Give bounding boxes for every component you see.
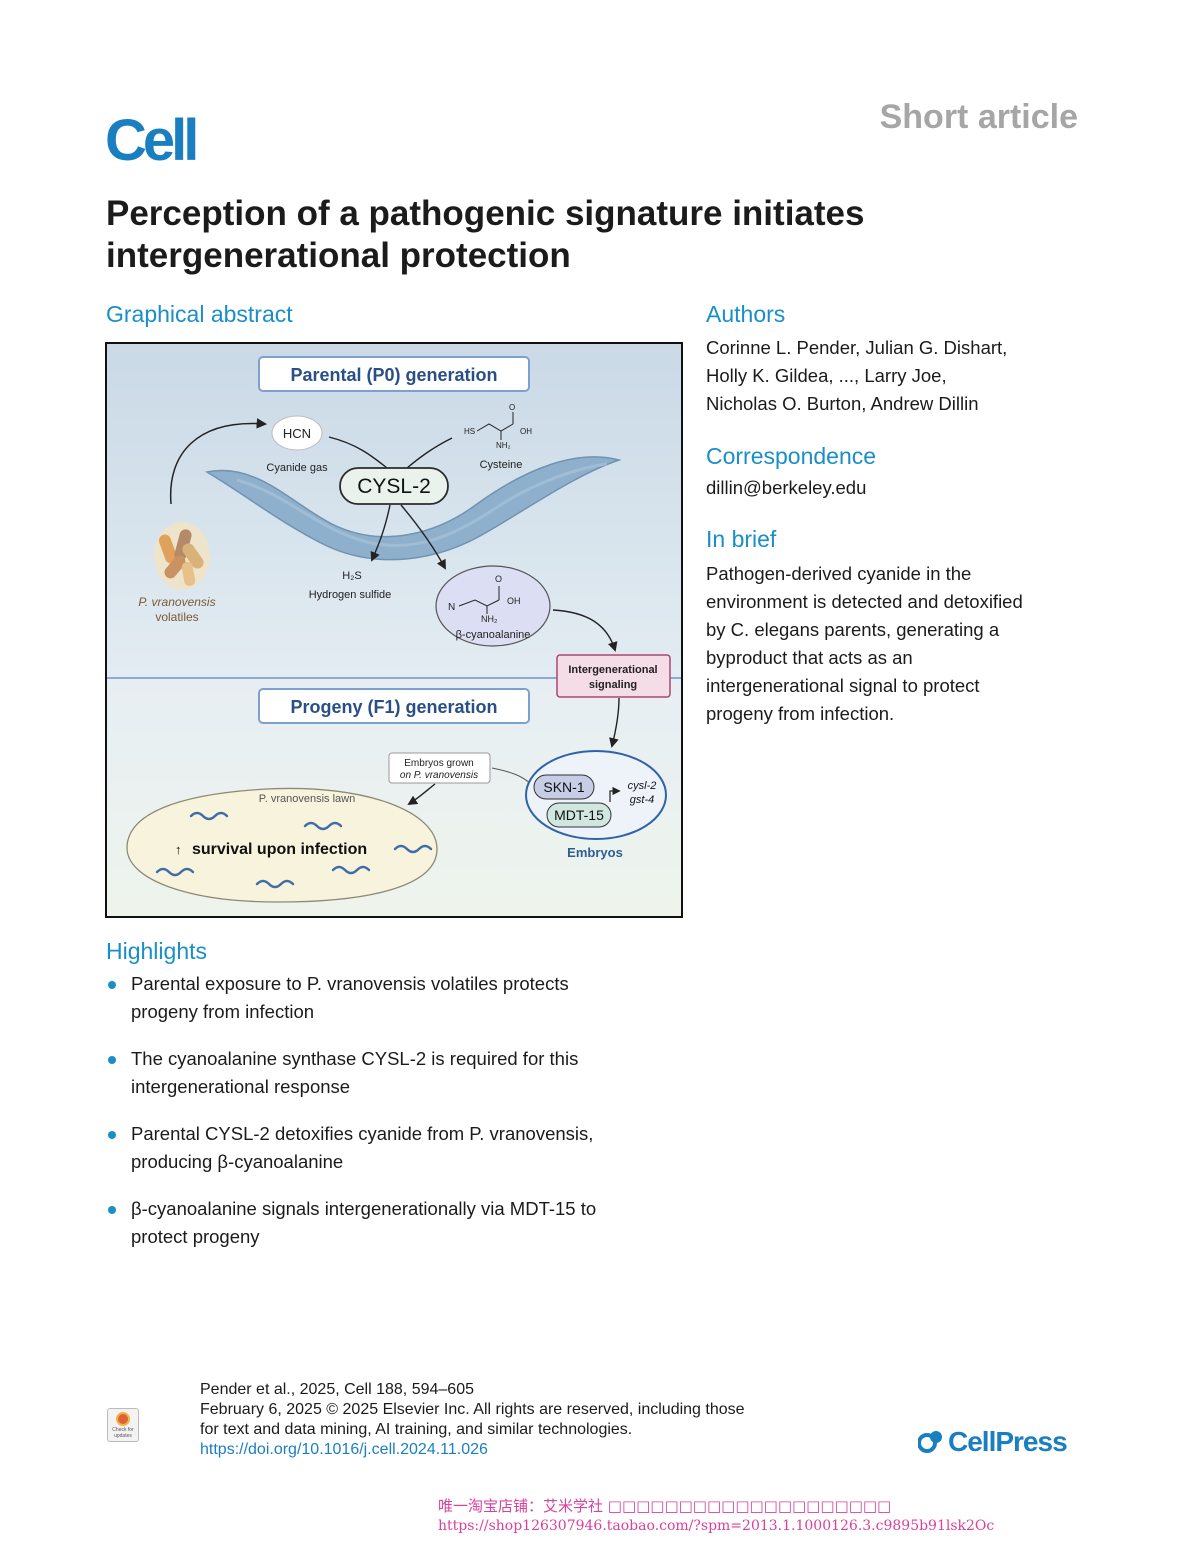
cysl2-enzyme: CYSL-2 — [339, 467, 449, 505]
highlight-line: The cyanoalanine synthase CYSL-2 is requ… — [131, 1048, 579, 1069]
highlight-item: Parental CYSL-2 detoxifies cyanide from … — [106, 1120, 706, 1176]
in-brief-line: by C. elegans parents, generating a — [706, 619, 1000, 640]
highlights-list: Parental exposure to P. vranovensis vola… — [106, 970, 706, 1270]
svg-text:Progeny (F1) generation: Progeny (F1) generation — [290, 697, 497, 717]
authors-list: Corinne L. Pender, Julian G. Dishart, Ho… — [706, 334, 1106, 418]
graphical-abstract-heading: Graphical abstract — [106, 301, 293, 327]
embryos-label: Embryos — [567, 845, 623, 860]
copyright-line: February 6, 2025 © 2025 Elsevier Inc. Al… — [200, 1401, 745, 1418]
cyanide-gas-label: Cyanide gas — [266, 462, 328, 474]
svg-text:N: N — [448, 602, 455, 613]
in-brief-line: environment is detected and detoxified — [706, 591, 1023, 612]
cellpress-mark-icon — [917, 1428, 944, 1454]
volatiles-species-label: P. vranovensis — [138, 595, 215, 609]
in-brief-line: intergenerational signal to protect — [706, 675, 980, 696]
svg-text:OH: OH — [520, 427, 532, 436]
in-brief-heading: In brief — [706, 526, 777, 552]
svg-text:NH₂: NH₂ — [496, 441, 511, 450]
svg-text:SKN-1: SKN-1 — [543, 779, 584, 795]
highlight-item: The cyanoalanine synthase CYSL-2 is requ… — [106, 1045, 706, 1101]
article-title: Perception of a pathogenic signature ini… — [106, 194, 865, 275]
authors-heading: Authors — [706, 301, 786, 327]
highlight-line: protect progeny — [131, 1226, 260, 1247]
highlights-heading: Highlights — [106, 938, 207, 964]
svg-text:on P. vranovensis: on P. vranovensis — [400, 770, 478, 781]
bacteria-cluster-icon — [154, 522, 210, 590]
cysteine-structure: HS O OH NH₂ — [464, 403, 532, 450]
svg-text:OH: OH — [507, 596, 521, 606]
check-updates-label: Check for updates — [112, 1427, 134, 1439]
cysteine-label: Cysteine — [480, 459, 523, 471]
highlight-line: β-cyanoalanine signals intergenerational… — [131, 1198, 597, 1219]
svg-text:survival upon infection: survival upon infection — [192, 841, 367, 858]
in-brief-line: byproduct that acts as an — [706, 647, 913, 668]
embryo-nucleus-diagram: SKN-1 MDT-15 cysl-2 gst-4 — [525, 750, 667, 840]
authors-line: Holly K. Gildea, ..., Larry Joe, — [706, 365, 947, 386]
watermark-url: https://shop126307946.taobao.com/?spm=20… — [438, 1518, 995, 1534]
hcn-molecule: HCN — [271, 415, 323, 451]
svg-text:β-cyanoalanine: β-cyanoalanine — [456, 629, 531, 641]
bacteria-squiggles — [155, 811, 433, 889]
parental-generation-label: Parental (P0) generation — [258, 356, 530, 392]
check-for-updates-icon[interactable]: Check for updates — [107, 1408, 139, 1442]
in-brief-line: progeny from infection. — [706, 703, 895, 724]
highlight-item: Parental exposure to P. vranovensis vola… — [106, 970, 706, 1026]
citation: Pender et al., 2025, Cell 188, 594–605 — [200, 1381, 474, 1398]
svg-text:Embryos grown: Embryos grown — [404, 758, 473, 769]
correspondence-email[interactable]: dillin@berkeley.edu — [706, 477, 867, 498]
hydrogen-sulfide-label: Hydrogen sulfide — [309, 589, 392, 601]
svg-text:cysl-2: cysl-2 — [628, 780, 657, 792]
intergenerational-signaling-box: Intergenerational signaling — [556, 654, 671, 698]
svg-text:signaling: signaling — [589, 679, 637, 691]
graphical-abstract-figure: Parental (P0) generation HCN Cyanide gas… — [105, 342, 683, 918]
in-brief-line: Pathogen-derived cyanide in the — [706, 563, 972, 584]
cellpress-label: CellPress — [948, 1426, 1068, 1457]
in-brief-text: Pathogen-derived cyanide in the environm… — [706, 560, 1106, 728]
authors-line: Nicholas O. Burton, Andrew Dillin — [706, 393, 979, 414]
journal-logo: Cell — [105, 108, 199, 173]
worm-shape — [204, 456, 622, 561]
citation-block: Pender et al., 2025, Cell 188, 594–605 F… — [200, 1380, 745, 1460]
highlight-line: Parental exposure to P. vranovensis vola… — [131, 973, 569, 994]
authors-line: Corinne L. Pender, Julian G. Dishart, — [706, 337, 1008, 358]
copyright-line: for text and data mining, AI training, a… — [200, 1421, 633, 1438]
cellpress-logo: CellPress — [917, 1426, 1068, 1458]
svg-text:NH₂: NH₂ — [481, 614, 498, 624]
bullet-icon — [108, 1131, 116, 1139]
highlight-line: progeny from infection — [131, 1001, 315, 1022]
highlight-line: intergenerational response — [131, 1076, 351, 1097]
svg-text:HS: HS — [464, 427, 475, 436]
correspondence-heading: Correspondence — [706, 443, 877, 469]
svg-text:Parental (P0) generation: Parental (P0) generation — [290, 365, 497, 385]
bullet-icon — [108, 1206, 116, 1214]
article-type-label: Short article — [879, 98, 1078, 136]
h2s-label: H₂S — [342, 570, 362, 582]
svg-text:↑: ↑ — [175, 842, 182, 857]
svg-text:MDT-15: MDT-15 — [554, 807, 604, 823]
highlight-item: β-cyanoalanine signals intergenerational… — [106, 1195, 706, 1251]
svg-text:O: O — [495, 574, 502, 584]
svg-text:CYSL-2: CYSL-2 — [357, 475, 431, 498]
svg-text:O: O — [509, 403, 515, 412]
doi-link[interactable]: https://doi.org/10.1016/j.cell.2024.11.0… — [200, 1441, 488, 1458]
volatiles-label: volatiles — [155, 610, 198, 624]
beta-cyanoalanine-molecule: N O OH NH₂ β-cyanoalanine — [435, 565, 551, 647]
svg-text:P. vranovensis lawn: P. vranovensis lawn — [259, 793, 355, 805]
survival-label: ↑ survival upon infection — [175, 841, 367, 858]
svg-text:HCN: HCN — [283, 426, 311, 441]
bullet-icon — [108, 1056, 116, 1064]
svg-text:gst-4: gst-4 — [630, 794, 654, 806]
progeny-generation-label: Progeny (F1) generation — [258, 688, 530, 724]
svg-text:Intergenerational: Intergenerational — [568, 664, 657, 676]
bullet-icon — [108, 981, 116, 989]
embryos-grown-box: Embryos grown on P. vranovensis — [388, 752, 491, 784]
highlight-line: Parental CYSL-2 detoxifies cyanide from … — [131, 1123, 594, 1144]
highlight-line: producing β-cyanoalanine — [131, 1151, 344, 1172]
watermark-shop: 唯一淘宝店铺：艾米学社 □□□□□□□□□□□□□□□□□□□□ — [438, 1497, 892, 1515]
